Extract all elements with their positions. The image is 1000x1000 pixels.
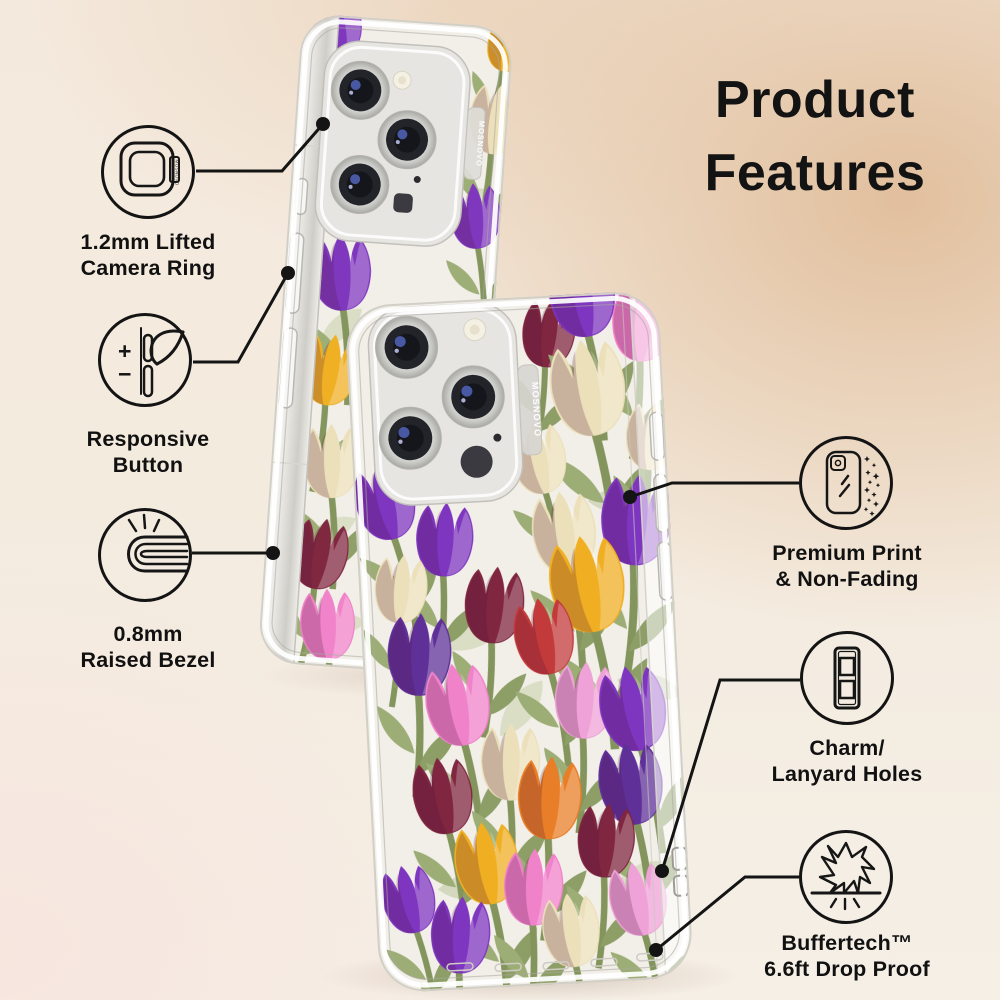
minus-glyph: − bbox=[118, 361, 131, 387]
page-title-line2: Features bbox=[704, 144, 926, 202]
callout-drop-proof bbox=[799, 830, 893, 924]
lanyard-holes-icon bbox=[833, 646, 861, 710]
connector-dot-responsive-button bbox=[281, 266, 295, 280]
premium-print-icon bbox=[825, 450, 881, 517]
connector-dot-camera-ring bbox=[316, 117, 330, 131]
lidar-sensor bbox=[393, 193, 413, 213]
camera-ring-icon: MOSNOVO bbox=[119, 141, 180, 197]
brand-text-right: MOSNOVO bbox=[530, 382, 543, 438]
camera-module-right: MOSNOVO bbox=[367, 302, 543, 506]
callout-responsive-button: + − bbox=[98, 313, 192, 407]
callout-lanyard-holes bbox=[800, 631, 894, 725]
page-title: Product Features bbox=[625, 64, 1000, 210]
camera-lens bbox=[330, 60, 390, 120]
callout-line-responsive-button bbox=[193, 272, 290, 364]
lidar-sensor bbox=[460, 445, 493, 478]
phone-case-right: MOSNOVO bbox=[344, 290, 694, 994]
camera-lens bbox=[330, 155, 390, 215]
callout-line-drop-proof bbox=[655, 875, 799, 952]
brand-text-icon: MOSNOVO bbox=[175, 160, 180, 186]
drop-proof-icon bbox=[810, 841, 882, 911]
callout-line-premium-print bbox=[629, 481, 799, 499]
feature-label-drop-proof: Buffertech™ 6.6ft Drop Proof bbox=[764, 931, 930, 981]
feature-label-camera-ring: 1.2mm Lifted Camera Ring bbox=[80, 230, 216, 280]
camera-lens bbox=[441, 365, 505, 429]
camera-lens bbox=[377, 110, 437, 170]
feature-label-responsive-button: Responsive Button bbox=[86, 427, 210, 477]
camera-lens bbox=[375, 315, 439, 379]
camera-module-left: MOSNOVO bbox=[314, 40, 487, 247]
camera-lens bbox=[378, 406, 442, 470]
connector-dot-premium-print bbox=[623, 490, 637, 504]
connector-dot-lanyard-holes bbox=[655, 864, 669, 878]
callout-camera-ring: MOSNOVO bbox=[101, 125, 195, 219]
bottom-ports bbox=[446, 952, 664, 973]
feature-label-lanyard-holes: Charm/ Lanyard Holes bbox=[771, 736, 923, 786]
callout-connectors bbox=[192, 117, 800, 957]
page-title-line1: Product bbox=[715, 71, 915, 129]
callout-line-camera-ring bbox=[196, 123, 325, 173]
connector-dot-raised-bezel bbox=[266, 546, 280, 560]
brand-text-left: MOSNOVO bbox=[474, 120, 486, 167]
raised-bezel-icon bbox=[127, 513, 189, 573]
callout-raised-bezel bbox=[98, 508, 192, 602]
callout-line-lanyard-holes bbox=[660, 678, 800, 872]
responsive-button-icon: + − bbox=[118, 327, 185, 398]
feature-label-premium-print: Premium Print & Non-Fading bbox=[772, 541, 922, 591]
callout-premium-print bbox=[799, 436, 893, 530]
plus-glyph: + bbox=[118, 338, 131, 364]
brand-tab-right: MOSNOVO bbox=[517, 364, 543, 456]
feature-label-raised-bezel: 0.8mm Raised Bezel bbox=[80, 622, 216, 672]
mic-hole bbox=[493, 433, 502, 442]
mic-hole bbox=[413, 176, 421, 184]
sparkle-stars bbox=[863, 456, 881, 517]
brand-tab-left: MOSNOVO bbox=[463, 106, 487, 181]
connector-dot-drop-proof bbox=[649, 943, 663, 957]
